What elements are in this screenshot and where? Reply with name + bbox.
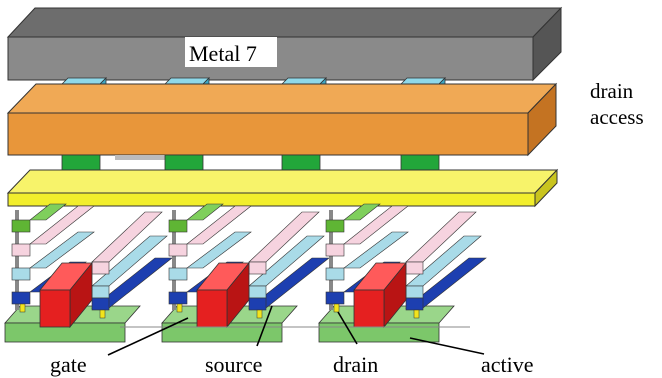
transistor-cell	[318, 203, 487, 343]
pointer-lines	[107, 305, 485, 356]
drain-access-layer	[6, 82, 558, 157]
transistor-cell	[4, 203, 173, 343]
transistor-cell	[161, 203, 330, 343]
gate-pointer	[107, 317, 189, 356]
active-pointer	[409, 337, 485, 355]
metal7-layer: Metal 7	[6, 6, 563, 82]
source-pointer	[256, 305, 273, 347]
drain-access-label-line2: access	[590, 105, 644, 129]
drain-label: drain	[333, 352, 378, 377]
drain-access-label-line1: drain	[590, 79, 634, 103]
drain-pointer	[337, 311, 358, 345]
gate-label: gate	[50, 352, 87, 377]
transistor-cells	[4, 203, 487, 343]
drain-access-label: drain access	[590, 79, 644, 129]
active-label: active	[481, 352, 534, 377]
source-label: source	[205, 352, 262, 377]
metal7-label: Metal 7	[189, 41, 257, 66]
yellow-layer	[6, 168, 559, 208]
